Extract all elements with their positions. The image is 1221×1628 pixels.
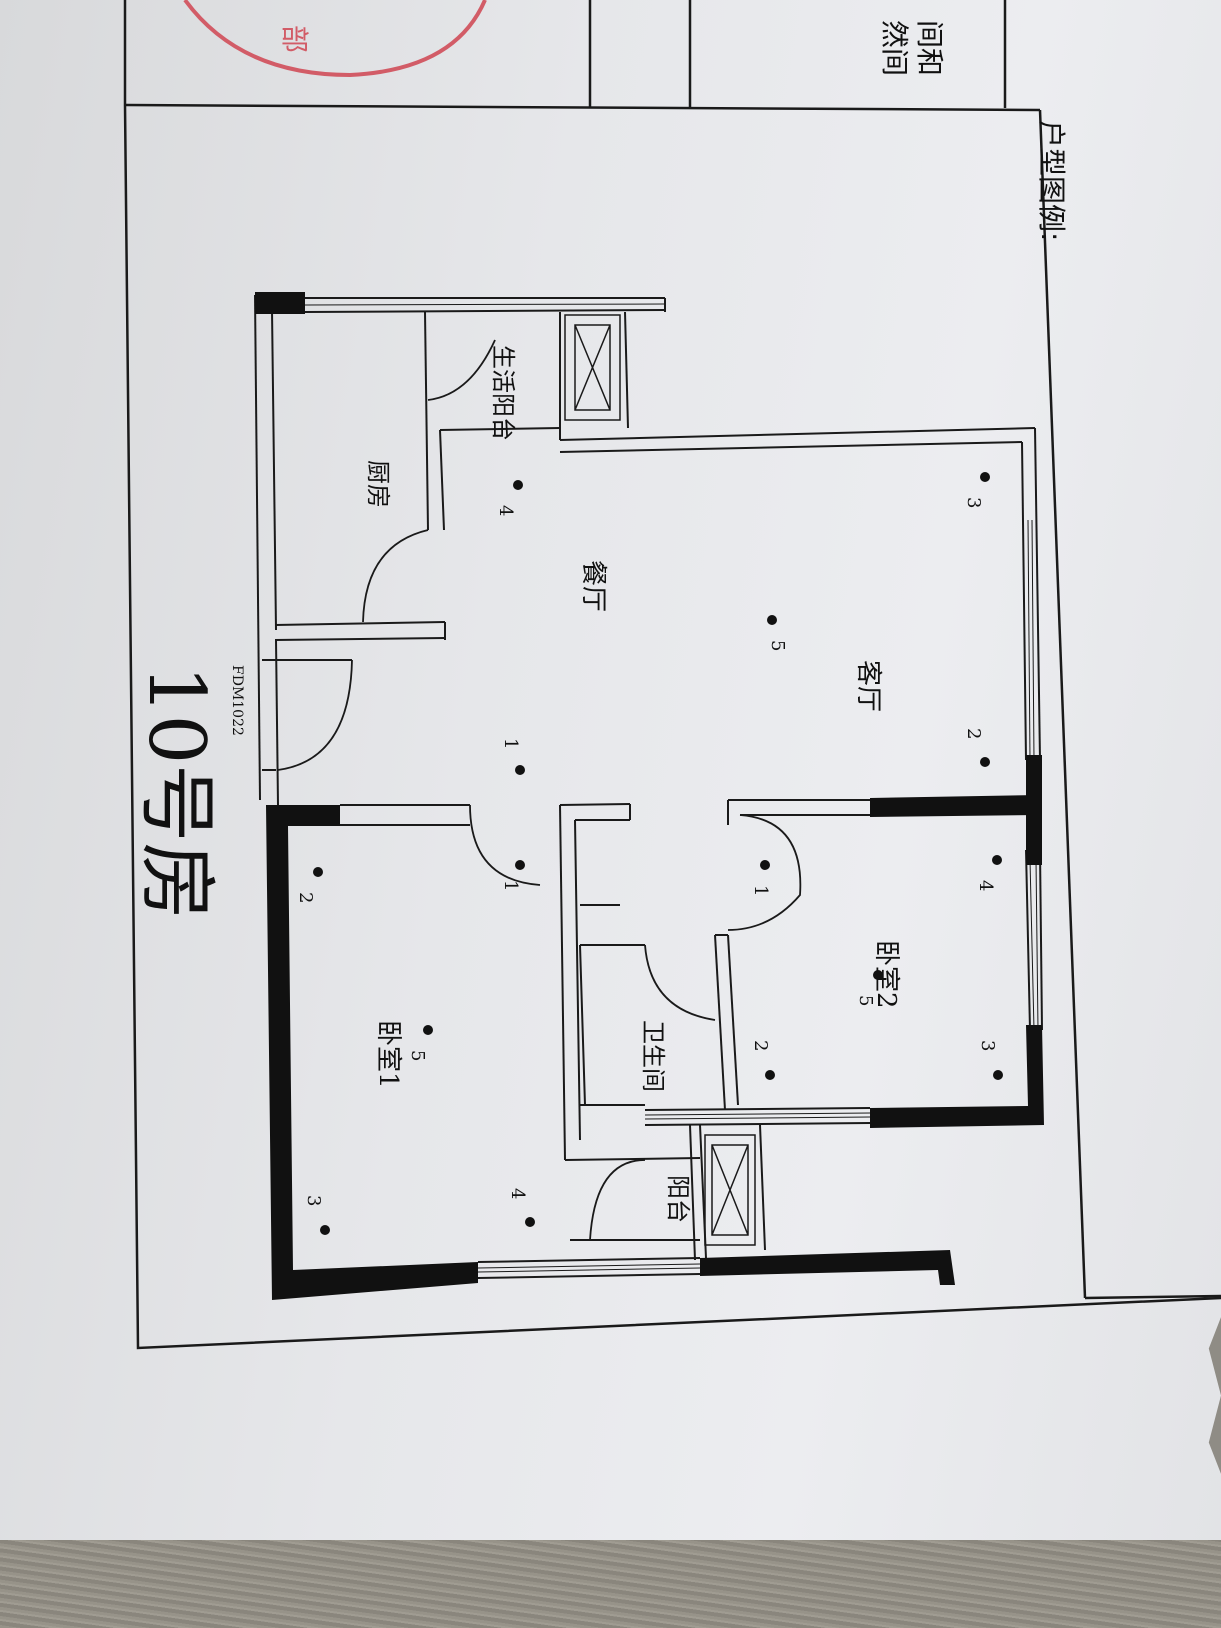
point-label: 5	[767, 640, 788, 651]
room-label-kitchen: 厨房	[364, 460, 392, 508]
seal-text: 部	[278, 25, 311, 53]
point-label: 2	[963, 728, 984, 739]
door-swings	[277, 339, 802, 1241]
point-marker: 5	[407, 1025, 433, 1061]
appliance-boxes	[564, 314, 756, 1246]
point-label: 2	[750, 1040, 771, 1051]
point-label: 1	[500, 880, 521, 891]
point-marker: 3	[977, 1040, 1003, 1080]
point-marker: 4	[507, 1188, 535, 1227]
point-label: 3	[303, 1195, 324, 1206]
windows	[304, 303, 1039, 1273]
unit-title: 10号房	[131, 665, 221, 920]
point-marker: 3	[303, 1195, 330, 1235]
point-marker: 1	[500, 860, 525, 891]
form-frame	[123, 0, 1221, 1350]
point-label: 3	[963, 497, 984, 508]
red-seal: 部	[183, 0, 487, 78]
room-label-bathroom: 卫生间	[639, 1020, 667, 1092]
point-marker: 2	[295, 867, 323, 903]
point-marker: 4	[975, 855, 1002, 891]
room-label-balcony: 阳台	[664, 1175, 692, 1223]
concrete-floor	[0, 1540, 1221, 1628]
point-label: 4	[975, 880, 996, 891]
point-markers: 4 3 5 2 1 1 1 4 5 2 3 2 5 3 4	[295, 472, 1003, 1235]
point-label: 4	[495, 505, 516, 516]
legend-label: 户型图例:	[1035, 120, 1068, 241]
header-cut-text-bottom: 然间	[878, 20, 911, 76]
point-label: 1	[500, 738, 521, 749]
point-label: 2	[295, 892, 316, 903]
point-marker: 3	[963, 472, 990, 508]
point-label: 5	[855, 995, 876, 1006]
point-label: 5	[407, 1050, 428, 1061]
point-marker: 2	[963, 728, 990, 767]
room-label-dining: 餐厅	[578, 560, 608, 612]
header-cut-text-top: 间和	[913, 20, 946, 76]
point-marker: 5	[767, 615, 788, 651]
heavy-walls	[255, 292, 1044, 1300]
room-label-service-balcony: 生活阳台	[489, 345, 517, 441]
point-label: 3	[977, 1040, 998, 1051]
point-marker: 1	[750, 860, 771, 896]
thin-walls	[254, 294, 1043, 1279]
point-marker: 4	[495, 480, 523, 516]
room-label-living: 客厅	[853, 660, 883, 712]
room-label-bedroom1: 卧室1	[373, 1020, 403, 1089]
point-label: 4	[507, 1188, 528, 1199]
door-code: FDM1022	[229, 665, 245, 736]
point-marker: 5	[855, 970, 883, 1006]
point-marker: 1	[500, 738, 525, 775]
point-marker: 2	[750, 1040, 775, 1080]
point-label: 1	[750, 885, 771, 896]
